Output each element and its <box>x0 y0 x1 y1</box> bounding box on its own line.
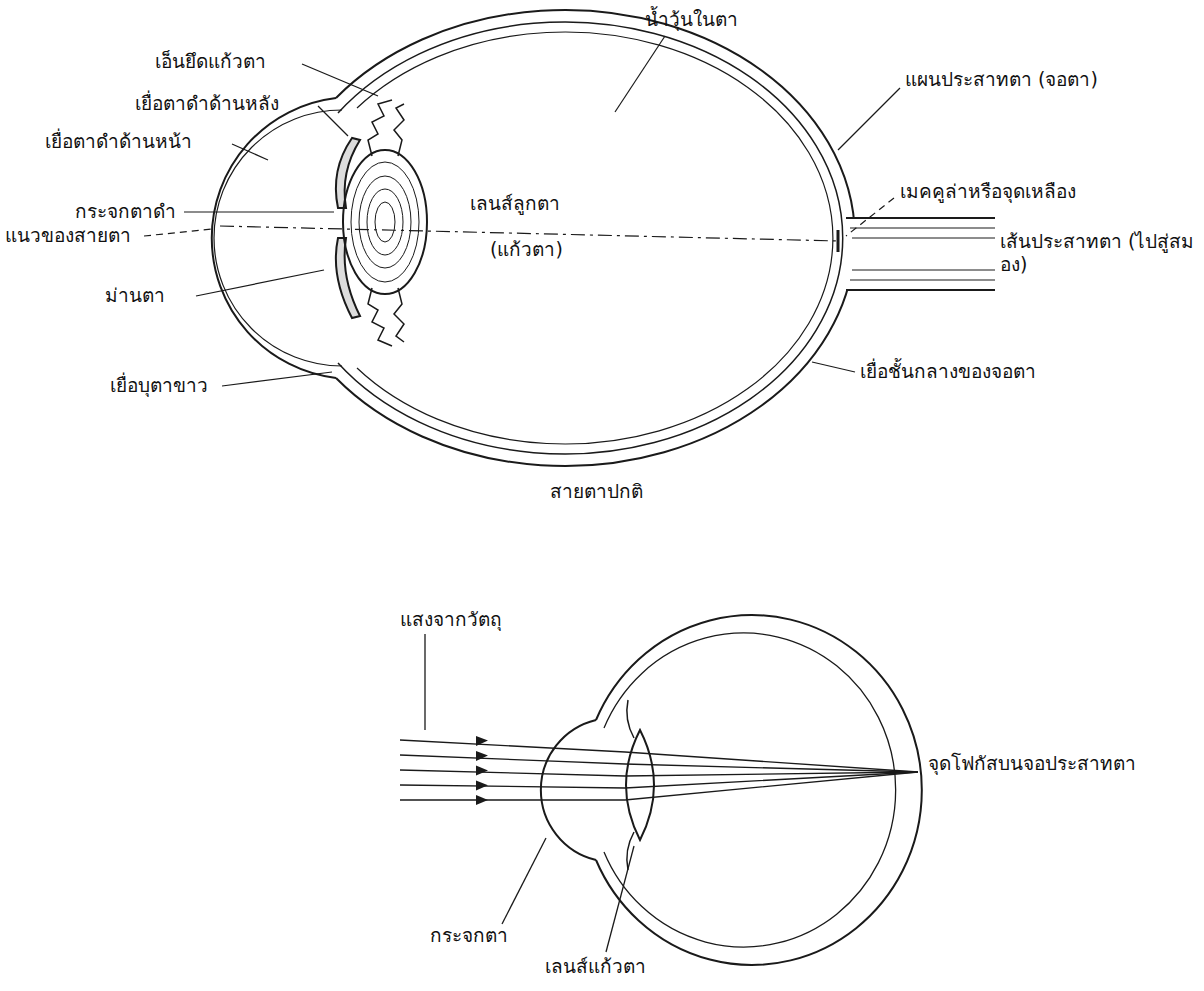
leader-line <box>184 211 334 212</box>
choroid-outline <box>338 22 843 454</box>
globe-inner <box>604 633 896 947</box>
part-label: เมคคูล่าหรือจุดเหลือง <box>900 180 1076 203</box>
leader-line <box>222 372 332 386</box>
cornea-inner <box>214 110 342 366</box>
iris <box>627 700 634 738</box>
leader-line <box>846 198 894 236</box>
lens-ring <box>351 162 419 282</box>
part-label: น้ำวุ้นในตา <box>645 8 738 31</box>
globe-outline <box>596 615 922 965</box>
part-label: เยื่อตาดำด้านหลัง <box>135 92 279 115</box>
leader-line <box>196 270 324 296</box>
part-label: จุดโฟกัสบนจอประสาทตา <box>928 752 1136 775</box>
optic-nerve-line <box>846 289 995 291</box>
part-label: สายตาปกติ <box>550 480 643 503</box>
part-label: เยื่อชั้นกลางของจอตา <box>860 360 1036 383</box>
leader-line <box>302 64 378 96</box>
lens-ring <box>367 189 403 255</box>
zonule <box>394 104 404 156</box>
part-label: เลนส์ลูกตา <box>470 192 560 215</box>
leader-lines <box>144 36 900 386</box>
arrowhead <box>476 736 488 746</box>
macula-mark <box>837 230 840 252</box>
part-label: เยื่อตาดำด้านหน้า <box>45 130 192 153</box>
cornea-outline <box>541 720 596 860</box>
lens-ring <box>359 176 411 268</box>
optic-nerve-line <box>850 279 995 280</box>
arrowhead <box>476 781 488 791</box>
arrowhead <box>476 751 488 761</box>
arrowhead <box>476 766 488 776</box>
part-label: แสงจากวัตถุ <box>400 608 502 631</box>
leader-line <box>424 634 425 730</box>
zonule <box>368 288 392 346</box>
leader-line <box>838 88 900 150</box>
iris <box>336 238 360 318</box>
part-label: เอ็นยึดแก้วตา <box>155 50 266 73</box>
part-label: เยื่อบุตาขาว <box>110 374 208 397</box>
zonule <box>394 288 404 342</box>
iris <box>336 138 360 208</box>
part-label: เส้นประสาทตา (ไปสู่สมอง) <box>1000 230 1198 276</box>
cornea-outline <box>212 98 336 378</box>
lens-ring <box>375 202 395 242</box>
part-label: แผนประสาทตา (จอตา) <box>905 68 1098 91</box>
leader-line <box>812 362 855 372</box>
part-label: แนวของสายตา <box>5 224 131 247</box>
nerve-gap <box>846 219 860 289</box>
sclera-outline <box>336 10 855 466</box>
lens <box>343 150 427 294</box>
leader-line <box>318 106 348 136</box>
arrowhead <box>476 795 488 805</box>
part-label: (แก้วตา) <box>490 238 563 261</box>
lens <box>626 730 654 840</box>
optic-nerve-line <box>852 238 995 239</box>
part-label: เลนส์แก้วตา <box>545 955 646 978</box>
leader-line <box>232 144 268 160</box>
eye-cross-section <box>212 10 995 466</box>
ray-arrowheads <box>476 736 488 805</box>
zonule <box>368 100 392 156</box>
retina-outline <box>357 32 833 444</box>
part-label: กระจกตาดำ <box>75 200 176 223</box>
light-rays <box>400 634 918 952</box>
optic-nerve-line <box>850 227 995 228</box>
part-label: ม่านตา <box>105 284 165 307</box>
leader-line <box>502 838 546 924</box>
leader-line <box>615 36 665 112</box>
leader-line <box>606 846 634 952</box>
leader-line <box>144 229 212 236</box>
part-label: กระจกตา <box>430 924 508 947</box>
optic-nerve-line <box>846 217 995 219</box>
optic-nerve-line <box>852 270 995 271</box>
